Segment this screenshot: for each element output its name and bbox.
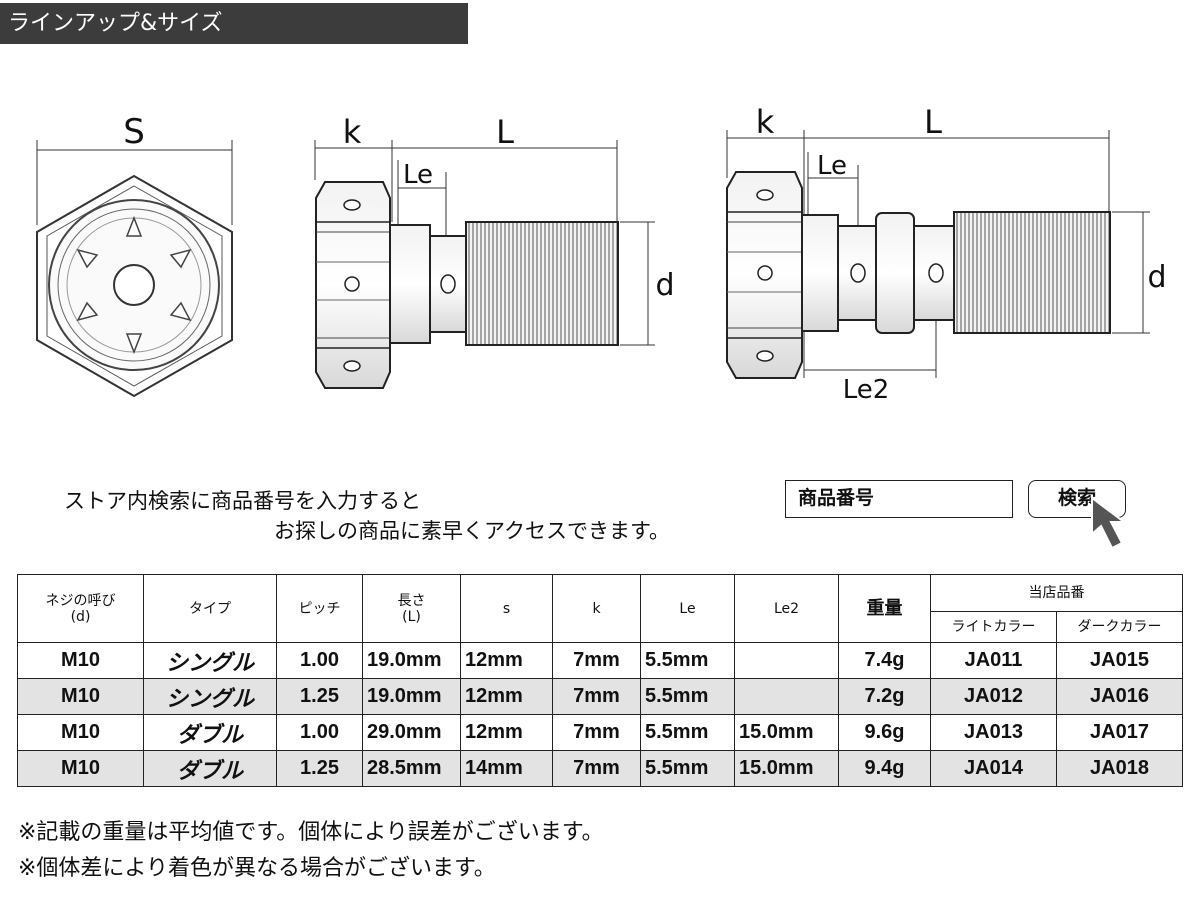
search-description-line1: ストア内検索に商品番号を入力すると (64, 489, 421, 513)
search-button-label: 検索 (1057, 487, 1096, 509)
col-header-length-label: 長さ (397, 592, 426, 609)
col-header-store-code: 当店品番 (930, 574, 1183, 612)
cell-weight: 7.4g (838, 642, 931, 679)
cell-le: 5.5mm (640, 642, 735, 679)
note-weight: ※記載の重量は平均値です。個体により誤差がございます。 (18, 820, 604, 845)
hex-front-view: S (36, 112, 233, 398)
cell-light-code: JA013 (930, 714, 1057, 751)
cell-pitch: 1.25 (276, 678, 363, 715)
col-header-s: s (460, 574, 553, 643)
cell-light-code: JA012 (930, 678, 1057, 715)
single-bolt-side-view: k L Le d (314, 113, 675, 389)
cell-le: 5.5mm (640, 678, 735, 715)
spec-table: ネジの呼び (d) タイプ ピッチ 長さ (L) s k Le Le2 重量 当… (17, 574, 1183, 787)
cell-length: 29.0mm (362, 714, 461, 751)
table-row: M10 シングル 1.25 19.0mm 12mm 7mm 5.5mm 7.2g… (17, 678, 1183, 715)
cell-le2: 15.0mm (734, 750, 839, 787)
cell-type: ダブル (143, 750, 277, 787)
cell-weight: 9.4g (838, 750, 931, 787)
col-header-length: 長さ (L) (362, 574, 461, 643)
dim-label-k: k (343, 113, 362, 151)
col-header-pitch: ピッチ (276, 574, 363, 643)
table-row: M10 シングル 1.00 19.0mm 12mm 7mm 5.5mm 7.4g… (17, 642, 1183, 679)
section-title: ラインアップ&サイズ (8, 11, 223, 36)
cell-dark-code: JA018 (1056, 750, 1183, 787)
table-row: M10 ダブル 1.25 28.5mm 14mm 7mm 5.5mm 15.0m… (17, 750, 1183, 787)
cell-thread: M10 (17, 642, 144, 679)
pointer-arrow-icon (1091, 496, 1127, 550)
cell-pitch: 1.00 (276, 642, 363, 679)
cell-le2: 15.0mm (734, 714, 839, 751)
cell-s: 12mm (460, 678, 553, 715)
col-header-weight: 重量 (838, 574, 931, 643)
cell-k: 7mm (552, 678, 641, 715)
cell-le: 5.5mm (640, 750, 735, 787)
cell-thread: M10 (17, 750, 144, 787)
cell-light-code: JA011 (930, 642, 1057, 679)
col-header-le: Le (640, 574, 735, 643)
section-header: ラインアップ&サイズ (0, 3, 468, 44)
cell-s: 12mm (460, 642, 553, 679)
cell-type: シングル (143, 678, 277, 715)
cell-k: 7mm (552, 714, 641, 751)
cell-length: 19.0mm (362, 678, 461, 715)
table-row: M10 ダブル 1.00 29.0mm 12mm 7mm 5.5mm 15.0m… (17, 714, 1183, 751)
dim-label-d-double: d (1147, 260, 1166, 295)
dim-label-le2: Le2 (843, 375, 890, 405)
cell-k: 7mm (552, 750, 641, 787)
col-header-type: タイプ (143, 574, 277, 643)
dim-label-le: Le (403, 160, 433, 190)
dim-label-k-double: k (756, 103, 775, 141)
cell-light-code: JA014 (930, 750, 1057, 787)
cell-pitch: 1.00 (276, 714, 363, 751)
notes: ※記載の重量は平均値です。個体により誤差がございます。 ※個体差により着色が異な… (18, 815, 604, 887)
col-header-k: k (552, 574, 641, 643)
cell-le2 (734, 642, 839, 679)
double-bolt-side-view: k L Le d Le2 (726, 103, 1167, 405)
cell-dark-code: JA017 (1056, 714, 1183, 751)
search-description-line2: お探しの商品に素早くアクセスできます。 (274, 519, 670, 543)
cell-type: ダブル (143, 714, 277, 751)
product-number-text: 商品番号 (798, 487, 875, 509)
col-header-thread-sub: (d) (70, 608, 91, 625)
cell-dark-code: JA015 (1056, 642, 1183, 679)
col-header-light-color: ライトカラー (930, 611, 1057, 643)
note-color: ※個体差により着色が異なる場合がございます。 (18, 856, 496, 881)
cell-weight: 9.6g (838, 714, 931, 751)
cell-s: 12mm (460, 714, 553, 751)
cell-pitch: 1.25 (276, 750, 363, 787)
cell-le2 (734, 678, 839, 715)
cell-length: 28.5mm (362, 750, 461, 787)
cell-thread: M10 (17, 714, 144, 751)
bolt-diagrams: S k L Le d (36, 103, 1167, 405)
dim-label-le-double: Le (817, 151, 847, 181)
dim-label-d: d (655, 268, 674, 303)
dim-label-s: S (123, 112, 145, 152)
dim-label-l: L (496, 113, 514, 151)
search-description: ストア内検索に商品番号を入力すると お探しの商品に素早くアクセスできます。 (64, 486, 670, 546)
col-header-le2: Le2 (734, 574, 839, 643)
cell-dark-code: JA016 (1056, 678, 1183, 715)
col-header-thread: ネジの呼び (d) (17, 574, 144, 643)
col-header-length-sub: (L) (402, 608, 421, 625)
cell-thread: M10 (17, 678, 144, 715)
product-number-box[interactable]: 商品番号 (785, 480, 1013, 518)
cell-le: 5.5mm (640, 714, 735, 751)
col-header-thread-label: ネジの呼び (45, 592, 116, 609)
cell-type: シングル (143, 642, 277, 679)
dim-label-l-double: L (924, 103, 942, 141)
cell-k: 7mm (552, 642, 641, 679)
cell-length: 19.0mm (362, 642, 461, 679)
cell-weight: 7.2g (838, 678, 931, 715)
col-header-dark-color: ダークカラー (1056, 611, 1183, 643)
cell-s: 14mm (460, 750, 553, 787)
